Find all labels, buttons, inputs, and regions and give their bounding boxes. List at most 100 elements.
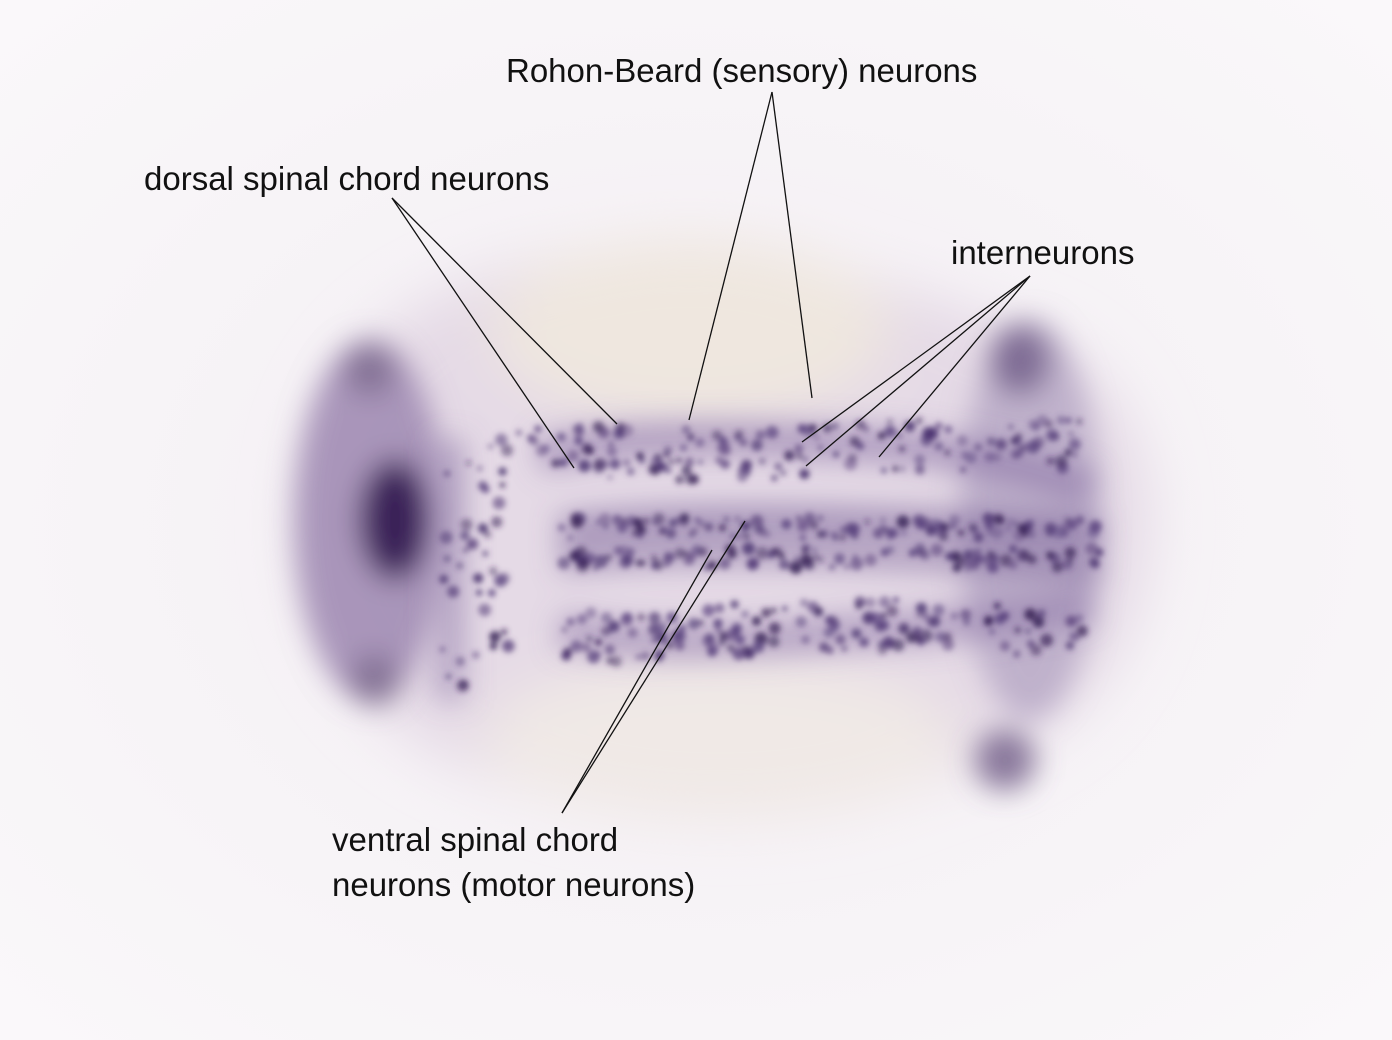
stained-cell xyxy=(992,513,1004,525)
stained-cell xyxy=(579,429,585,435)
stained-cell xyxy=(635,654,642,661)
stained-cell xyxy=(957,435,968,446)
stained-cell xyxy=(716,627,722,634)
stained-cell xyxy=(900,624,908,632)
stained-cell xyxy=(984,520,994,530)
stained-cell xyxy=(702,634,716,647)
stained-cell xyxy=(460,518,473,531)
stained-cell xyxy=(896,515,910,529)
stained-cell xyxy=(678,624,686,632)
stained-cell xyxy=(1013,650,1021,657)
stained-cell xyxy=(459,679,469,689)
stained-cell xyxy=(600,612,613,624)
stained-cell xyxy=(841,645,848,652)
stained-cell xyxy=(1055,555,1061,561)
stained-cell xyxy=(466,460,472,466)
stained-cell xyxy=(1046,551,1055,560)
stained-cell xyxy=(751,616,762,626)
stained-cell xyxy=(742,542,755,555)
stained-cell xyxy=(574,436,583,445)
stained-cell xyxy=(500,628,508,636)
stained-cell xyxy=(755,430,766,440)
stained-cell xyxy=(892,638,905,652)
stained-cell xyxy=(813,434,820,441)
stained-cell xyxy=(576,614,588,625)
stained-cell xyxy=(606,446,618,457)
stained-cell xyxy=(983,555,990,562)
stained-cell xyxy=(916,520,927,530)
stained-cell xyxy=(822,423,832,433)
stained-cell xyxy=(1052,561,1063,573)
stained-cell xyxy=(1030,644,1042,656)
stained-cell xyxy=(814,607,823,616)
stained-cell xyxy=(850,557,863,571)
stained-cell xyxy=(541,444,551,453)
stained-cell xyxy=(844,457,857,471)
stained-cell xyxy=(844,564,850,570)
stained-cell xyxy=(1008,424,1014,430)
stained-cell xyxy=(877,431,886,440)
stained-cell xyxy=(899,465,906,473)
label-ventral-line1: ventral spinal chord xyxy=(332,821,619,858)
stained-cell xyxy=(697,619,705,626)
stained-cell xyxy=(460,530,470,541)
stained-cell xyxy=(823,627,835,638)
stained-cell xyxy=(498,572,510,585)
stained-cell xyxy=(650,554,658,562)
stained-cell xyxy=(831,422,839,430)
stained-cell xyxy=(906,632,917,643)
stained-cell xyxy=(1064,547,1077,559)
stained-cell xyxy=(950,551,962,563)
stained-cell xyxy=(593,565,598,571)
stained-cell xyxy=(685,473,697,485)
stained-cell xyxy=(687,551,696,560)
stained-cell xyxy=(1046,456,1055,466)
stained-cell xyxy=(567,450,579,462)
stained-cell xyxy=(983,617,993,627)
stained-cell xyxy=(793,555,800,562)
stained-cell xyxy=(715,456,724,464)
stained-cell xyxy=(488,589,496,597)
stained-cell xyxy=(882,636,895,649)
stained-cell xyxy=(847,522,860,536)
stained-cell xyxy=(834,553,846,565)
stained-cell xyxy=(627,627,638,638)
stained-cell xyxy=(965,452,977,464)
stained-cell xyxy=(817,444,824,451)
stained-cell xyxy=(723,516,730,522)
stained-cell xyxy=(1024,608,1037,621)
stained-cell xyxy=(780,470,787,476)
stained-cell xyxy=(652,518,660,526)
stained-cell xyxy=(796,515,802,521)
stained-cell xyxy=(455,656,466,667)
stained-cell xyxy=(482,550,489,557)
stained-cell xyxy=(987,530,993,536)
stained-cell xyxy=(1019,549,1031,562)
stained-cell xyxy=(758,457,766,465)
stained-cell xyxy=(880,613,887,619)
stained-cell xyxy=(598,459,609,469)
stained-cell xyxy=(782,605,788,612)
stained-cell xyxy=(581,443,593,455)
stained-cell xyxy=(808,424,818,433)
leader-inter-2 xyxy=(805,275,1031,467)
stained-cell xyxy=(633,517,643,527)
stained-cell xyxy=(1015,432,1023,440)
stained-cell xyxy=(744,533,750,540)
stained-cell xyxy=(908,548,917,558)
stained-cell xyxy=(737,467,745,474)
stained-cell xyxy=(675,640,685,651)
stained-cell xyxy=(784,450,795,461)
stained-cell xyxy=(898,445,906,453)
stained-cell xyxy=(639,457,645,464)
stained-cell xyxy=(456,562,464,570)
stained-cell xyxy=(1068,438,1081,451)
stained-cell xyxy=(975,554,983,563)
stained-cell xyxy=(679,513,690,524)
stained-cell xyxy=(731,626,741,636)
stained-cell xyxy=(681,465,692,476)
stained-cell xyxy=(500,444,514,457)
stained-cell xyxy=(771,474,778,482)
stained-cell xyxy=(586,635,593,642)
stained-cell xyxy=(1021,442,1031,452)
